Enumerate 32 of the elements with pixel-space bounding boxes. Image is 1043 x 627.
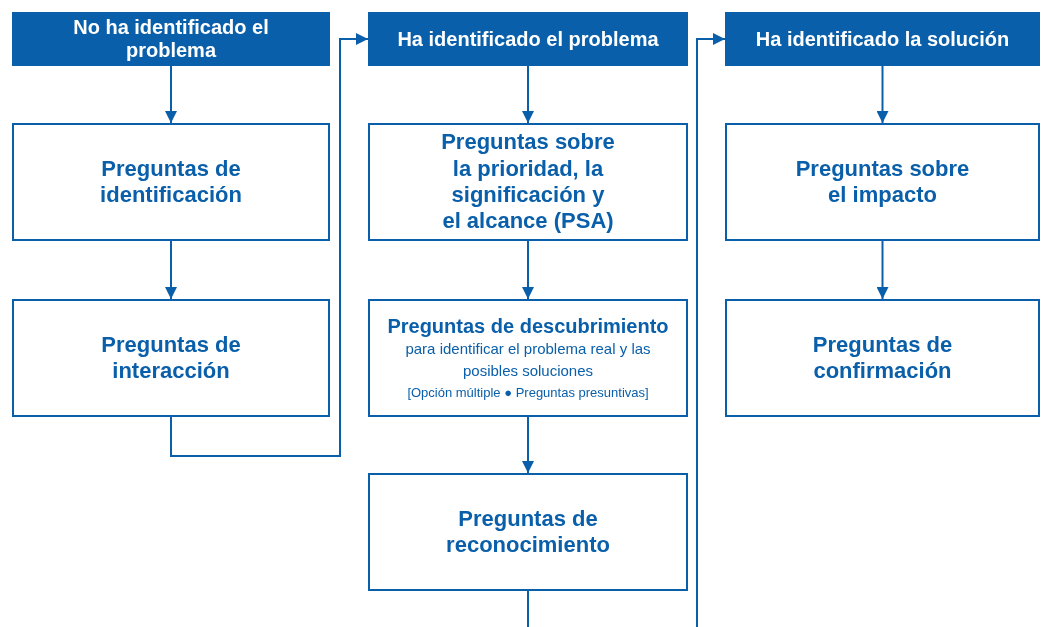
process-box [725, 299, 1040, 417]
box-title: Preguntas de descubrimiento [387, 313, 669, 338]
box-title: Preguntas de reconocimiento [445, 505, 611, 559]
arrow [522, 240, 534, 300]
process-box [368, 123, 688, 241]
box-title: Preguntas de interacción [100, 331, 242, 385]
box-note: [Opción múltiple ● Preguntas presuntivas] [407, 383, 649, 402]
box-title: Preguntas sobre el impacto [794, 155, 971, 209]
process-box [12, 123, 330, 241]
arrow [522, 65, 534, 124]
box-title: Preguntas sobre la prioridad, la significación y el alcance (PSA) [440, 129, 616, 235]
stage-header [12, 12, 330, 66]
arrow [165, 65, 177, 124]
arrow [522, 416, 534, 474]
arrow [876, 240, 889, 300]
stage-header [368, 12, 688, 66]
arrow [696, 33, 726, 627]
arrow [165, 240, 177, 300]
header-label: Ha identificado el problema [397, 27, 659, 51]
box-title: Preguntas de identificación [99, 155, 243, 209]
process-box [368, 299, 688, 417]
process-box [725, 123, 1040, 241]
box-title: Preguntas de confirmación [811, 331, 954, 385]
process-box [368, 473, 688, 591]
box-note: para identificar el problema real y las posibles soluciones [404, 338, 652, 382]
stage-header [725, 12, 1040, 66]
header-label: No ha identificado el problema [72, 16, 270, 62]
header-label: Ha identificado la solución [755, 27, 1010, 51]
arrow [876, 65, 889, 124]
connector-line [527, 590, 529, 627]
arrow [170, 33, 369, 457]
process-box [12, 299, 330, 417]
